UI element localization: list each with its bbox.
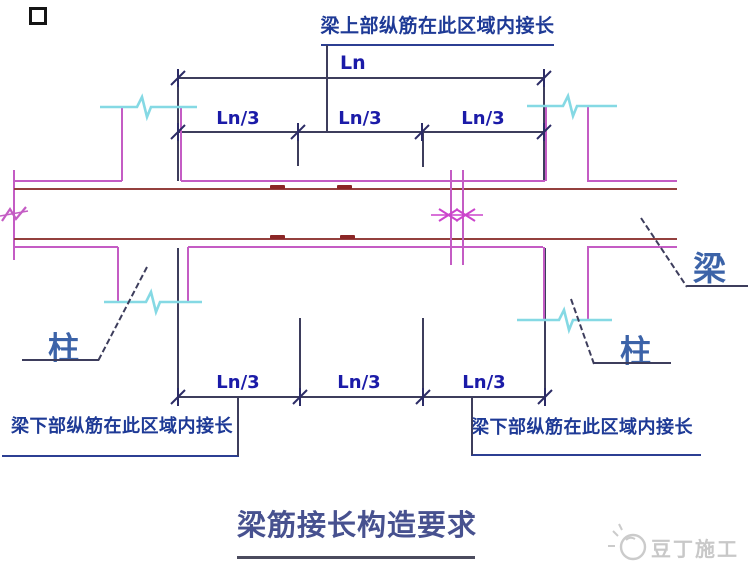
ln3-label-top-right: Ln/3: [461, 108, 505, 129]
top-note-leader-line: [326, 45, 328, 133]
beam-top-rebar: [14, 188, 677, 190]
ln3-label-top-middle: Ln/3: [338, 108, 382, 129]
watermark-text: 豆丁施工: [651, 537, 739, 561]
middle-column-edge: [450, 170, 452, 265]
ln3-label-bottom-middle: Ln/3: [337, 372, 381, 393]
extension-line: [422, 132, 424, 167]
extension-line: [177, 248, 179, 397]
beam-bottom-rebar: [14, 238, 677, 240]
left-column-lower-edge: [117, 247, 119, 303]
bottom-right-note-underline: [471, 454, 701, 456]
beam-bottom-outline: [188, 246, 543, 248]
rebar-splice-mark: [337, 185, 352, 189]
watermark-logo-icon: [608, 523, 647, 561]
right-column-lower-edge: [543, 247, 545, 321]
break-line-top-left: [100, 93, 197, 122]
beam-bottom-outline: [587, 246, 677, 248]
column-label-right: 柱: [620, 334, 651, 370]
column-left-leader-line: [97, 266, 148, 362]
beam-top-outline: [181, 180, 545, 182]
bottom-left-note-underline: [2, 455, 239, 457]
right-column-upper-edge: [587, 106, 589, 181]
bottom-left-splice-zone-note: 梁下部纵筋在此区域内接长: [11, 416, 233, 437]
ln-dimension-label: Ln: [340, 52, 366, 74]
beam-top-outline: [14, 180, 122, 182]
left-column-upper-edge: [180, 107, 182, 181]
column-label-left: 柱: [48, 331, 79, 367]
right-column-upper-edge: [545, 106, 547, 181]
bullet-square-icon: [29, 7, 47, 25]
rebar-splice-mark: [340, 235, 355, 239]
beam-leader-line: [640, 217, 688, 288]
bottom-right-splice-zone-note: 梁下部纵筋在此区域内接长: [471, 417, 693, 438]
left-column-upper-edge: [121, 107, 123, 181]
top-splice-zone-note: 梁上部纵筋在此区域内接长: [320, 15, 555, 37]
bottom-ln3-dimension-line: [178, 396, 546, 398]
break-line-bottom-right: [517, 306, 612, 335]
diagram-title: 梁筋接长构造要求: [237, 508, 478, 542]
top-note-underline: [321, 44, 554, 46]
ln3-label-bottom-left: Ln/3: [216, 372, 260, 393]
column-label-left-underline: [22, 359, 99, 361]
rebar-splice-mark: [270, 235, 285, 239]
right-column-lower-edge: [587, 247, 589, 321]
rebar-splice-mark: [270, 185, 285, 189]
beam-top-outline: [587, 180, 677, 182]
top-ln3-dimension-line: [178, 131, 545, 133]
middle-column-break-symbol: [438, 208, 476, 222]
extension-line: [297, 132, 299, 166]
extension-line: [422, 318, 424, 400]
beam-label-underline: [687, 285, 748, 287]
ln-dimension-line: [178, 77, 545, 79]
extension-line: [299, 318, 301, 398]
bottom-left-note-leader-line: [237, 397, 239, 456]
bottom-right-note-leader-line: [471, 398, 473, 455]
ln3-label-top-left: Ln/3: [216, 108, 260, 129]
beam-label: 梁: [693, 249, 726, 288]
title-underline: [237, 556, 475, 559]
middle-column-edge: [462, 170, 464, 265]
left-column-lower-edge: [187, 247, 189, 303]
extension-line: [177, 71, 179, 181]
ln3-label-bottom-right: Ln/3: [462, 372, 506, 393]
beam-bottom-outline: [14, 246, 118, 248]
break-line-top-right: [527, 92, 617, 121]
column-right-leader-line: [570, 298, 595, 365]
column-label-right-underline: [593, 362, 671, 364]
